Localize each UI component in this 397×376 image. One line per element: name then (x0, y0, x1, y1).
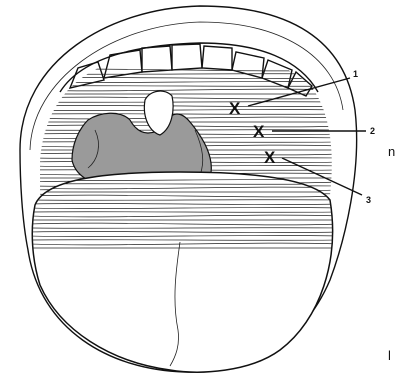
marker-3-symbol: X (264, 148, 276, 167)
marker-1-label: 1 (353, 69, 358, 79)
marker-3-label: 3 (366, 195, 371, 205)
marker-2-symbol: X (253, 122, 265, 141)
tongue (32, 172, 332, 372)
edge-text-right: n (388, 144, 395, 159)
palate-hatch-line (30, 102, 340, 103)
palate-hatch-line (30, 114, 340, 115)
marker-1-symbol: X (229, 99, 241, 118)
palate-hatch-line (30, 105, 340, 106)
palate-hatch-line (30, 109, 340, 110)
palate-hatch-line (30, 97, 340, 99)
marker-2-label: 2 (370, 126, 375, 136)
palate-hatch-line (30, 81, 340, 82)
edge-text-bottom: l (388, 348, 391, 363)
